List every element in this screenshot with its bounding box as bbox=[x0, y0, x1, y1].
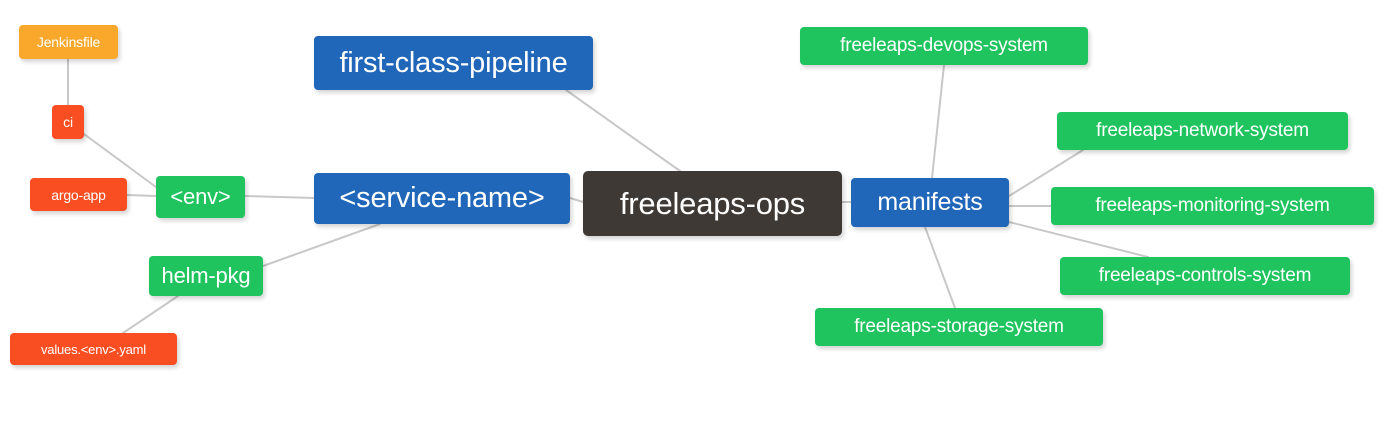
mindmap-node-freeleaps-ops[interactable]: freeleaps-ops bbox=[583, 171, 842, 236]
mindmap-node-freeleaps-controls-system[interactable]: freeleaps-controls-system bbox=[1060, 257, 1350, 295]
edge-helm-pkg-to-values-env-yaml bbox=[122, 295, 179, 334]
node-label: freeleaps-devops-system bbox=[840, 35, 1048, 56]
mindmap-node-freeleaps-monitoring-system[interactable]: freeleaps-monitoring-system bbox=[1051, 187, 1374, 225]
mindmap-node-freeleaps-network-system[interactable]: freeleaps-network-system bbox=[1057, 112, 1348, 150]
node-label: manifests bbox=[877, 188, 983, 216]
edge-env-to-service-name bbox=[244, 195, 315, 199]
edge-argo-app-to-env bbox=[126, 194, 157, 197]
mindmap-node-values-env-yaml[interactable]: values.<env>.yaml bbox=[10, 333, 177, 365]
edge-service-name-to-freeleaps-ops bbox=[569, 197, 584, 203]
node-label: <service-name> bbox=[339, 182, 545, 214]
node-label: freeleaps-network-system bbox=[1096, 120, 1309, 141]
node-label: freeleaps-monitoring-system bbox=[1095, 195, 1330, 216]
node-label: freeleaps-storage-system bbox=[854, 316, 1064, 337]
mindmap-node-first-class-pipeline[interactable]: first-class-pipeline bbox=[314, 36, 593, 90]
mindmap-node-service-name[interactable]: <service-name> bbox=[314, 173, 570, 224]
node-label: ci bbox=[63, 114, 73, 130]
node-label: freeleaps-ops bbox=[619, 185, 806, 221]
node-label: <env> bbox=[170, 184, 231, 209]
mindmap-node-helm-pkg[interactable]: helm-pkg bbox=[149, 256, 263, 296]
mindmap-node-ci[interactable]: ci bbox=[52, 105, 84, 139]
mindmap-node-freeleaps-storage-system[interactable]: freeleaps-storage-system bbox=[815, 308, 1103, 346]
edge-service-name-to-helm-pkg bbox=[262, 223, 381, 267]
edge-manifests-to-freeleaps-storage-system bbox=[924, 226, 956, 309]
node-label: first-class-pipeline bbox=[339, 46, 568, 79]
mindmap-node-jenkinsfile[interactable]: Jenkinsfile bbox=[19, 25, 118, 59]
mindmap-node-manifests[interactable]: manifests bbox=[851, 178, 1009, 227]
node-label: argo-app bbox=[51, 186, 106, 203]
mindmap-node-freeleaps-devops-system[interactable]: freeleaps-devops-system bbox=[800, 27, 1088, 65]
node-label: Jenkinsfile bbox=[36, 34, 101, 50]
node-label: helm-pkg bbox=[161, 263, 251, 288]
edge-first-class-pipeline-to-freeleaps-ops bbox=[565, 89, 681, 172]
node-label: values.<env>.yaml bbox=[41, 341, 146, 357]
node-label: freeleaps-controls-system bbox=[1098, 265, 1312, 286]
mindmap-node-env[interactable]: <env> bbox=[156, 176, 245, 218]
edge-manifests-to-freeleaps-controls-system bbox=[1008, 221, 1149, 258]
edge-manifests-to-freeleaps-devops-system bbox=[931, 64, 945, 179]
mindmap-node-argo-app[interactable]: argo-app bbox=[30, 178, 127, 211]
